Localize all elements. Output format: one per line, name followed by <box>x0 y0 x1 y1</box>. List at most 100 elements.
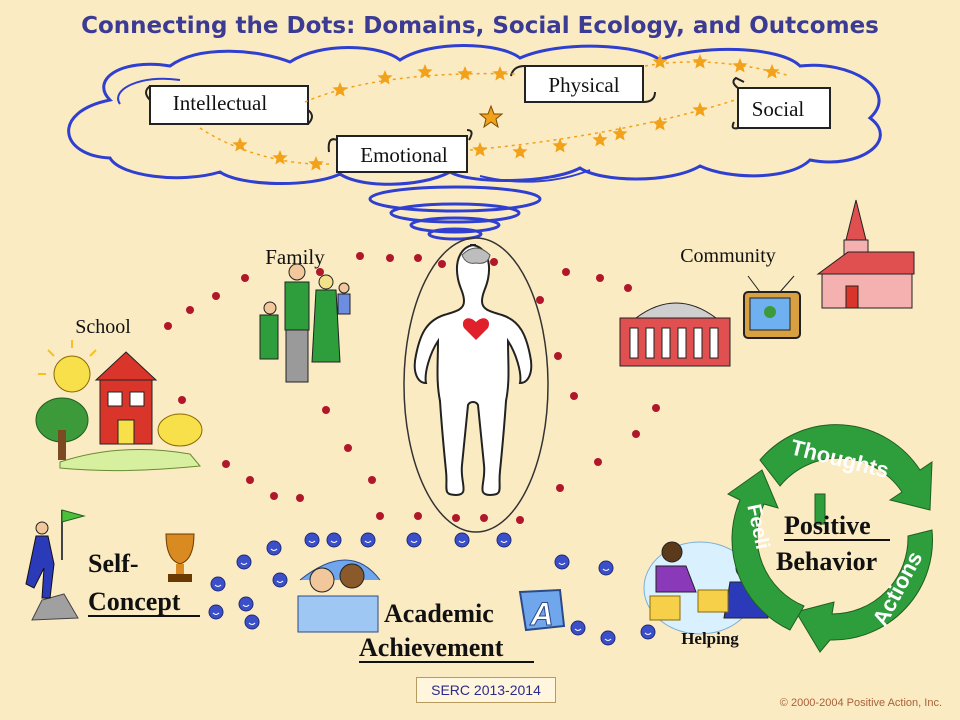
smiley-icon <box>454 532 470 548</box>
ecology-dot <box>344 444 352 452</box>
ecology-dot <box>241 274 249 282</box>
smiley-icon <box>554 554 570 570</box>
star-marker <box>492 66 508 81</box>
ecology-dot <box>368 476 376 484</box>
community-buildings-icon <box>619 199 915 367</box>
ecology-dot <box>186 306 194 314</box>
smiley-icon <box>236 554 252 570</box>
smiley-icon <box>496 532 512 548</box>
star-marker <box>332 82 348 97</box>
smiley-icon <box>598 560 614 576</box>
family-figures-icon <box>259 263 351 383</box>
ecology-dot <box>490 258 498 266</box>
person-figure <box>403 237 549 533</box>
domain-emotional-label: Emotional <box>360 143 448 167</box>
smiley-icon <box>570 620 586 636</box>
grade-a-icon: A <box>518 588 566 633</box>
domain-emotional: Emotional <box>327 129 473 173</box>
ecology-dot <box>624 284 632 292</box>
ecology-dot <box>562 268 570 276</box>
domain-intellectual: Intellectual <box>145 85 313 125</box>
footer-label: SERC 2013-2014 <box>416 677 556 703</box>
ecology-dot <box>516 516 524 524</box>
star-marker <box>652 54 668 69</box>
self-concept-label-line1: Self- <box>88 549 139 578</box>
star-marker <box>764 64 780 79</box>
smiley-icon <box>210 576 226 592</box>
smiley-icon <box>326 532 342 548</box>
ecology-dot <box>296 494 304 502</box>
domains-cloud <box>67 44 882 186</box>
center-star-icon <box>478 104 504 129</box>
academic-label-line1: Academic <box>384 599 494 628</box>
star-marker <box>272 150 288 165</box>
outcome-smiley-paths <box>208 532 656 646</box>
star-marker <box>612 126 628 141</box>
smiley-icon <box>406 532 422 548</box>
domain-physical: Physical <box>510 65 656 103</box>
school-label: School <box>75 316 131 338</box>
smiley-icon <box>304 532 320 548</box>
ecology-dot <box>322 406 330 414</box>
positive-label-line2: Behavior <box>776 547 877 576</box>
ecology-dot <box>270 492 278 500</box>
ecology-dot <box>356 252 364 260</box>
star-markers <box>232 54 780 171</box>
star-marker <box>377 70 393 85</box>
community-label: Community <box>680 245 776 267</box>
smiley-icon <box>244 614 260 630</box>
smiley-icon <box>600 630 616 646</box>
ecology-dot <box>246 476 254 484</box>
ecology-dot <box>554 352 562 360</box>
star-marker <box>308 156 324 171</box>
star-marker <box>652 116 668 131</box>
trophy-icon <box>165 533 195 582</box>
ecology-dot <box>594 458 602 466</box>
star-marker <box>692 54 708 69</box>
ecology-dot <box>414 254 422 262</box>
smiley-icon <box>640 624 656 640</box>
ecology-dot <box>452 514 460 522</box>
star-marker <box>457 66 473 81</box>
domain-social: Social <box>731 76 831 130</box>
ecology-dot <box>414 512 422 520</box>
ecology-dot <box>556 484 564 492</box>
star-marker <box>592 132 608 147</box>
self-concept-figure-icon <box>25 509 86 621</box>
self-concept-label-line2: Concept <box>88 587 181 616</box>
domain-intellectual-label: Intellectual <box>173 91 268 115</box>
ecology-dot <box>222 460 230 468</box>
ecology-dot-paths <box>164 252 660 524</box>
star-marker <box>472 142 488 157</box>
smiley-icon <box>238 596 254 612</box>
svg-text:A: A <box>529 596 553 632</box>
ecology-dot <box>652 404 660 412</box>
ecology-dot <box>596 274 604 282</box>
domain-physical-label: Physical <box>548 73 619 97</box>
ecology-dot <box>480 514 488 522</box>
helping-label: Helping <box>681 629 739 648</box>
heart-icon <box>462 318 490 340</box>
smiley-icon <box>266 540 282 556</box>
ecology-dot <box>632 430 640 438</box>
diagram-title: Connecting the Dots: Domains, Social Eco… <box>81 13 879 39</box>
ecology-dot <box>212 292 220 300</box>
star-marker <box>512 144 528 159</box>
domain-social-label: Social <box>752 97 805 121</box>
positive-label-line1: Positive <box>784 511 871 540</box>
star-marker <box>417 64 433 79</box>
students-icon <box>297 559 381 633</box>
star-marker <box>732 58 748 73</box>
ecology-dot <box>316 268 324 276</box>
smiley-icon <box>208 604 224 620</box>
ecology-dot <box>164 322 172 330</box>
ecology-dot <box>376 512 384 520</box>
ecology-dot <box>386 254 394 262</box>
star-marker <box>232 137 248 152</box>
copyright-text: © 2000-2004 Positive Action, Inc. <box>779 697 942 709</box>
ecology-dot <box>536 296 544 304</box>
ecology-dot <box>438 260 446 268</box>
thought-spiral <box>368 185 542 241</box>
ecology-dot <box>570 392 578 400</box>
academic-label-line2: Achievement <box>359 633 504 662</box>
